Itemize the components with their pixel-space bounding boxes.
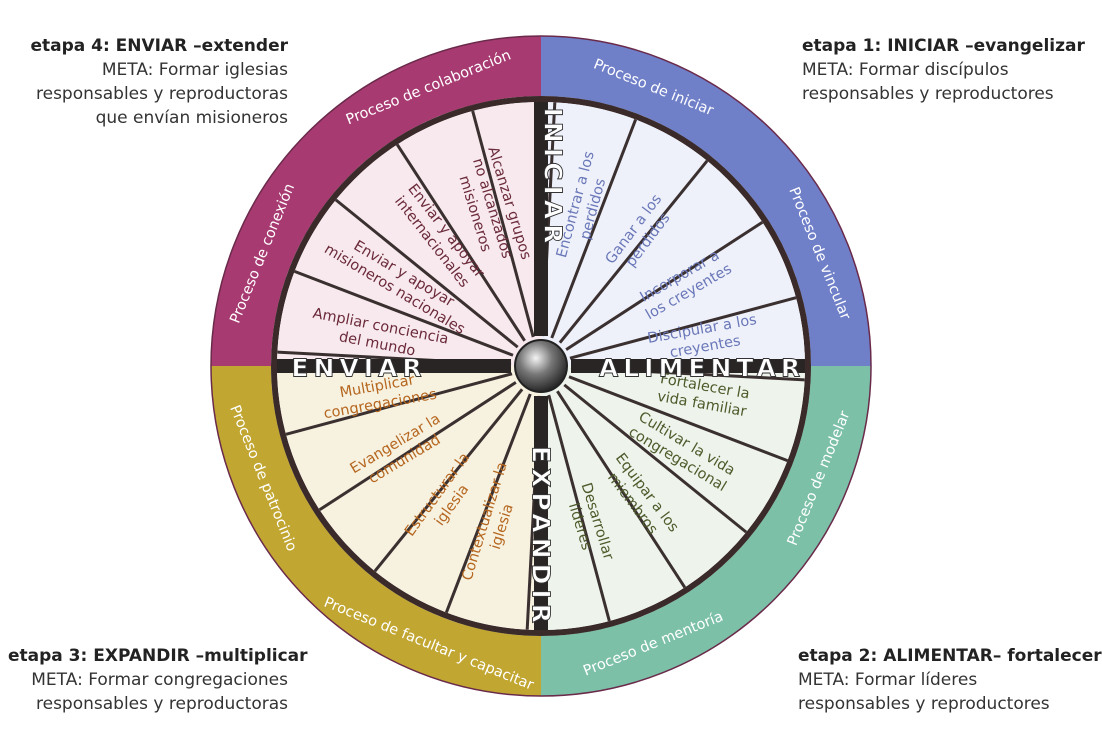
axis-labels: INICIAR ALIMENTAR EXPANDIR ENVIAR [291,107,805,628]
quadrant-alimentar-ring [541,366,871,696]
spoke-line [565,220,764,351]
quadrant-enviar-ring [211,36,541,366]
stage-4-goal-line-3: que envían misioneros [95,108,288,128]
stage-2-title: etapa 2: ALIMENTAR– fortalecer [798,646,1102,666]
spoke-line [373,388,524,573]
quadrant-enviar-field [277,102,541,366]
spoke-line [563,383,748,534]
stage-4-goal-line-2: responsables y reproductoras [36,84,288,104]
stage-4-goal-line-1: META: Formar iglesias [101,60,288,80]
inner-rim-band [271,96,811,636]
stage-1-goal-line-1: META: Formar discípulos [802,60,1009,80]
stage-2-goal-line-1: META: Formar líderes [798,670,978,690]
spoke-line [569,296,797,360]
axis-label-alimentar: ALIMENTAR [599,354,805,383]
spoke-line [293,269,514,357]
spoke-line [285,372,513,436]
stage-4-title: etapa 4: ENVIAR –extender [30,36,288,56]
spoke-line [318,381,517,512]
spoke-line [471,110,535,338]
spoke-line [558,159,709,344]
spoke-line [444,393,532,614]
spoke-lines [277,102,805,630]
quadrant-expandir-field [277,366,541,630]
quadrant-iniciar-field [541,102,805,366]
central-hub [514,339,568,393]
spoke-line [395,143,526,342]
axis-label-expandir: EXPANDIR [527,446,556,628]
spoke-line [334,198,519,349]
outer-rim-edge [210,35,872,697]
stage-3-goal-line-2: responsables y reproductoras [36,694,288,714]
stage-3-title: etapa 3: EXPANDIR –multiplicar [8,646,308,666]
axis-label-iniciar: INICIAR [539,108,568,249]
spoke-line [556,390,687,589]
stage-2-caption: etapa 2: ALIMENTAR– fortalecer META: For… [798,644,1102,716]
stage-1-goal-line-2: responsables y reproductores [802,84,1054,104]
axis-label-enviar: ENVIAR [291,354,426,383]
stage-1-title: etapa 1: INICIAR –evangelizar [802,36,1085,56]
stage-3-goal-line-1: META: Formar congregaciones [31,670,288,690]
stage-2-goal-line-2: responsables y reproductores [798,694,1050,714]
quadrant-expandir-ring [211,366,541,696]
spoke-line [547,394,611,622]
stage-4-caption: etapa 4: ENVIAR –extender META: Formar i… [20,34,288,130]
stage-3-caption: etapa 3: EXPANDIR –multiplicar META: For… [8,644,308,716]
stage-1-caption: etapa 1: INICIAR –evangelizar META: Form… [802,34,1085,106]
spoke-line [568,375,789,463]
quadrant-alimentar-field [541,366,805,630]
quadrant-iniciar-ring [541,36,871,366]
outer-process-ring [210,35,872,697]
inner-spoke-area [277,102,805,630]
spoke-line [550,118,638,339]
